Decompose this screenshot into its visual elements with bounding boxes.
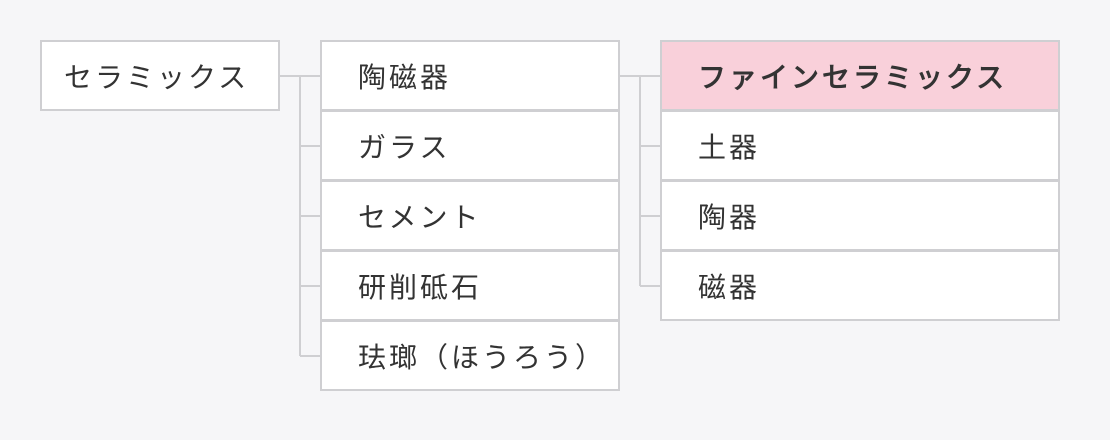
category-node-label: 珐瑯（ほうろう） bbox=[358, 340, 607, 374]
subcategory-node-label: 磁器 bbox=[698, 270, 761, 304]
subcategory-node-label: 土器 bbox=[698, 130, 761, 164]
subcategory-node-highlighted: ファインセラミックス bbox=[660, 40, 1060, 111]
category-node-label: 研削砥石 bbox=[358, 270, 483, 304]
subcategory-node: 陶器 bbox=[660, 180, 1060, 251]
category-node: 珐瑯（ほうろう） bbox=[320, 320, 620, 391]
root-node: セラミックス bbox=[40, 40, 280, 111]
subcategory-node: 土器 bbox=[660, 110, 1060, 181]
subcategory-node: 磁器 bbox=[660, 250, 1060, 321]
subcategory-node-label: 陶器 bbox=[698, 200, 761, 234]
category-node: セメント bbox=[320, 180, 620, 251]
category-node: ガラス bbox=[320, 110, 620, 181]
category-node: 研削砥石 bbox=[320, 250, 620, 321]
category-node-label: ガラス bbox=[358, 130, 451, 164]
category-node-label: 陶磁器 bbox=[358, 60, 452, 94]
subcategory-node-label: ファインセラミックス bbox=[698, 60, 1008, 94]
category-node: 陶磁器 bbox=[320, 40, 620, 111]
root-node-label: セラミックス bbox=[64, 60, 250, 94]
category-node-label: セメント bbox=[358, 200, 482, 234]
